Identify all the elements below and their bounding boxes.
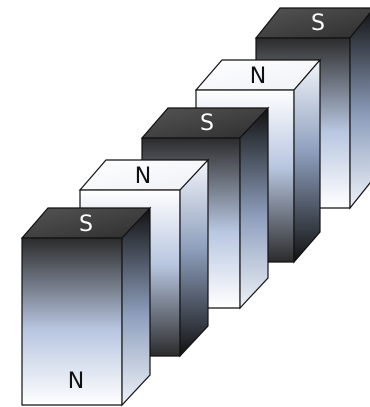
magnet-1-side: [121, 206, 151, 407]
magnet-3-top-pole-label: S: [200, 111, 214, 136]
magnet-4-side: [293, 58, 321, 264]
magnet-5-top-pole-label: S: [311, 11, 325, 36]
magnet-1: S N: [20, 206, 152, 407]
magnet-1-top-pole-label: S: [79, 212, 93, 237]
magnet-2-top-pole-label: N: [135, 164, 151, 189]
magnet-1-front-pole-label: N: [68, 369, 84, 394]
magnet-3-side: [239, 106, 269, 310]
magnet-2-side: [179, 158, 209, 358]
magnet-5-side: [349, 12, 370, 210]
magnet-4-top-pole-label: N: [250, 64, 266, 89]
